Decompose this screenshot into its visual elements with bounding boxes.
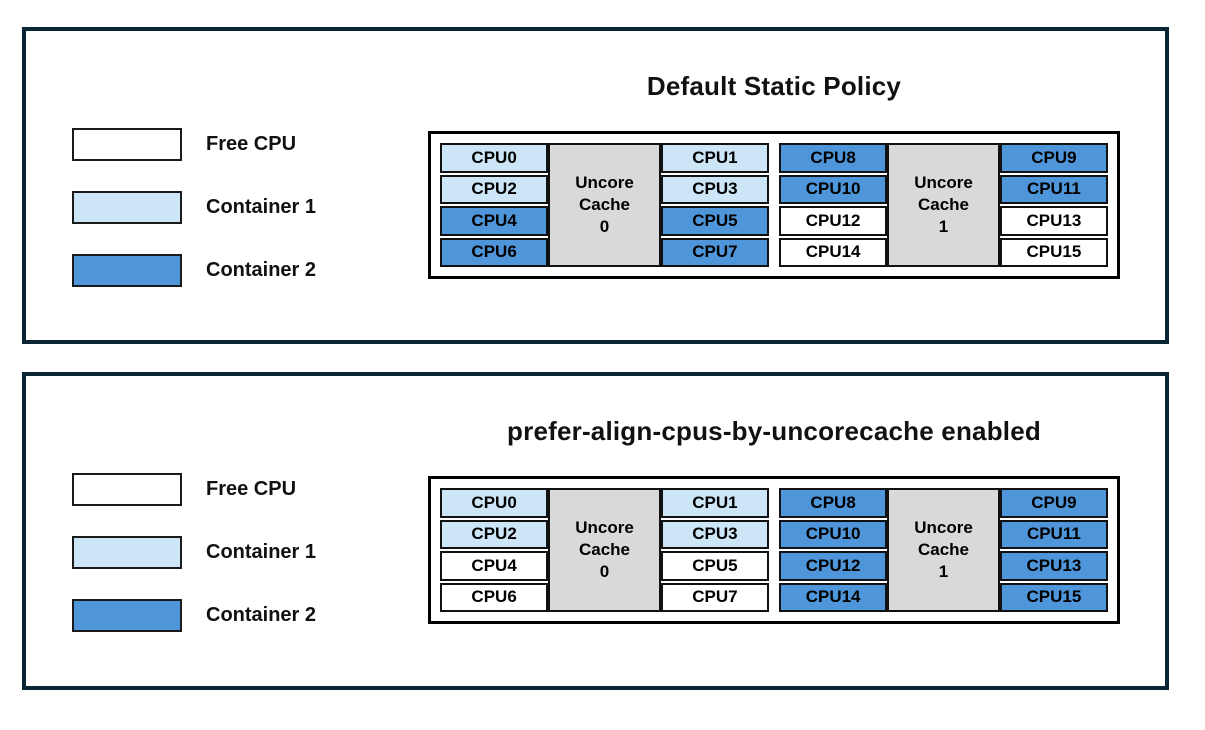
cpu-cell-cpu12: CPU12 [779,206,888,236]
cpu-cell-cpu13: CPU13 [999,551,1108,581]
cpu-cell-cpu11: CPU11 [999,519,1108,549]
cpu-cell-cpu10: CPU10 [779,174,888,204]
uncore-cache-label-line: Cache [917,539,969,559]
cpu-cell-cpu0: CPU0 [440,143,549,173]
uncore-cache-label-line: Cache [917,194,969,214]
cpu-cell-cpu2: CPU2 [440,174,549,204]
cpu-cell-cpu15: CPU15 [999,237,1108,267]
container-2-swatch [72,254,182,287]
legend-label: Container 2 [206,604,317,626]
cpu-cell-cpu5: CPU5 [660,551,769,581]
cpu-cell-cpu7: CPU7 [660,582,769,612]
uncore-cache-label-line: 0 [599,562,610,582]
cpu-cell-cpu1: CPU1 [660,143,769,173]
cpu-cell-cpu1: CPU1 [660,488,769,518]
uncore-cache-label-line: 1 [938,562,949,582]
cpu-cell-cpu5: CPU5 [660,206,769,236]
container-2-swatch [72,599,182,632]
container-1-swatch [72,536,182,569]
legend-label: Container 2 [206,259,317,281]
legend-item-container-1: Container 1 [72,191,316,224]
panel-prefer-align-cpus-by-uncorecache: prefer-align-cpus-by-uncorecache enabled… [22,372,1169,690]
cpu-cell-cpu2: CPU2 [440,519,549,549]
uncore-cache-label-line: Uncore [914,517,973,537]
panel-title: prefer-align-cpus-by-uncorecache enabled [507,416,1041,446]
legend-item-container-2: Container 2 [72,254,316,287]
cpu-cell-cpu6: CPU6 [440,582,549,612]
legend: Free CPU Container 1 Container 2 [72,473,316,662]
uncore-cache-label-line: Uncore [575,517,634,537]
cpu-cell-cpu9: CPU9 [999,143,1108,173]
legend-label: Free CPU [206,478,297,500]
cpu-cell-cpu9: CPU9 [999,488,1108,518]
uncore-cache-label-line: Cache [578,539,630,559]
cpu-cell-cpu14: CPU14 [779,237,888,267]
legend-item-container-2: Container 2 [72,599,316,632]
legend-item-container-1: Container 1 [72,536,316,569]
cpu-cell-cpu4: CPU4 [440,206,549,236]
free-cpu-swatch [72,128,182,161]
legend-label: Container 1 [206,196,317,218]
container-1-swatch [72,191,182,224]
uncore-cache-label-line: Cache [578,194,630,214]
cpu-cell-cpu13: CPU13 [999,206,1108,236]
uncore-cache-label-line: 1 [938,217,949,237]
panel-title: Default Static Policy [646,71,902,101]
uncore-cache-label-line: 0 [599,217,610,237]
cpu-cell-cpu11: CPU11 [999,174,1108,204]
cpu-cell-cpu14: CPU14 [779,582,888,612]
cpu-cell-cpu8: CPU8 [779,488,888,518]
cpu-cell-cpu12: CPU12 [779,551,888,581]
cpu-cell-cpu15: CPU15 [999,582,1108,612]
uncore-cache-label-line: Uncore [914,172,973,192]
legend-label: Container 1 [206,541,317,563]
uncore-cache-label-line: Uncore [575,172,634,192]
cpu-cell-cpu3: CPU3 [660,519,769,549]
panel-default-static-policy: Default Static Policy Free CPU Container… [22,27,1169,344]
legend-item-free-cpu: Free CPU [72,128,316,161]
free-cpu-swatch [72,473,182,506]
cpu-cell-cpu0: CPU0 [440,488,549,518]
legend-label: Free CPU [206,133,297,155]
cpu-cell-cpu7: CPU7 [660,237,769,267]
legend-item-free-cpu: Free CPU [72,473,316,506]
cpu-cell-cpu4: CPU4 [440,551,549,581]
cpu-cell-cpu8: CPU8 [779,143,888,173]
cpu-cell-cpu3: CPU3 [660,174,769,204]
cpu-cell-cpu6: CPU6 [440,237,549,267]
legend: Free CPU Container 1 Container 2 [72,128,316,317]
cpu-cell-cpu10: CPU10 [779,519,888,549]
